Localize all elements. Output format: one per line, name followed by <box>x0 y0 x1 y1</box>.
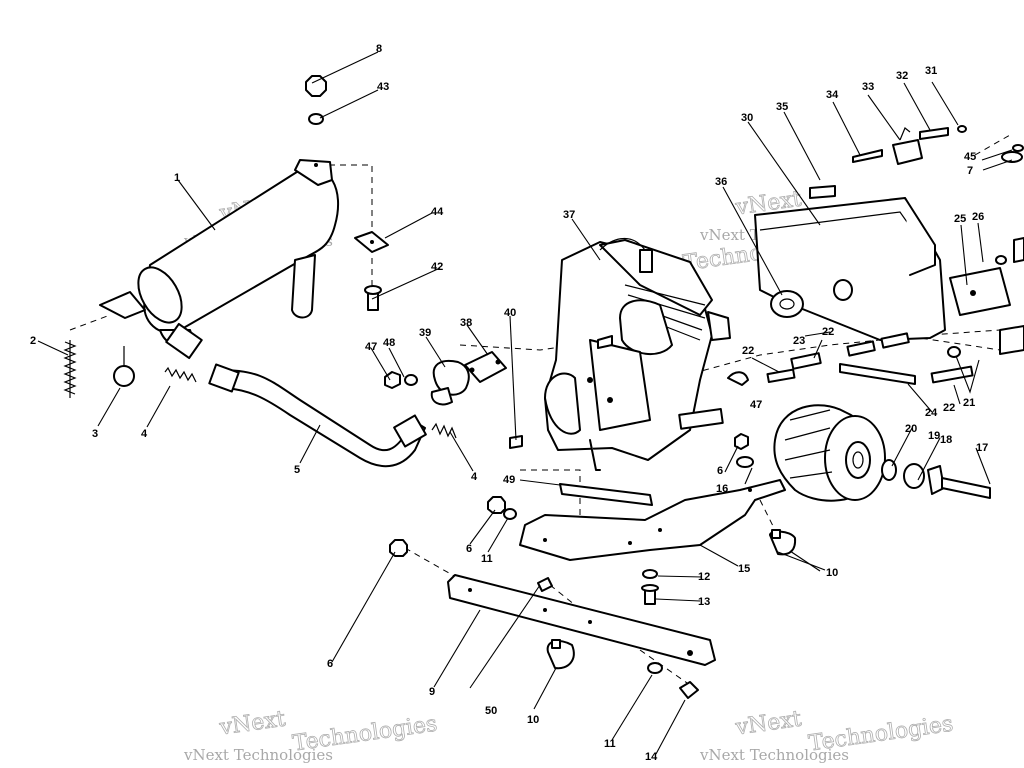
watermark-technologies: Technologies <box>807 712 955 757</box>
callout-17: 17 <box>976 442 988 454</box>
callout-15: 15 <box>738 563 750 575</box>
callout-39: 39 <box>419 327 431 339</box>
callout-6c: 6 <box>717 465 723 477</box>
engine-base-parts <box>509 435 653 506</box>
watermark-text: vNext Technologies <box>183 746 333 764</box>
callout-35: 35 <box>776 101 788 113</box>
callout-10: 10 <box>527 714 539 726</box>
callout-1: 1 <box>174 172 180 184</box>
callout-49: 49 <box>503 474 515 486</box>
watermark-vnext: vNext <box>217 707 287 741</box>
callout-24: 24 <box>925 407 938 419</box>
callout-6b: 6 <box>466 543 472 555</box>
watermark-vnext: vNext <box>733 707 803 741</box>
callout-8: 8 <box>376 43 382 55</box>
rods-and-pins <box>727 332 974 386</box>
callouts: 1 2 3 4 4 5 6 6 6 7 8 9 10 10 11 11 13 1… <box>30 43 988 763</box>
callout-42: 42 <box>431 261 443 273</box>
callout-7: 7 <box>967 165 973 177</box>
callout-12: 12 <box>698 571 710 583</box>
callout-16: 16 <box>716 483 728 495</box>
callout-13: 13 <box>698 596 710 608</box>
callout-47: 47 <box>365 341 377 353</box>
callout-44: 44 <box>431 206 444 218</box>
callout-14: 14 <box>645 751 658 763</box>
callout-18: 18 <box>940 434 952 446</box>
watermark-technologies: Technologies <box>291 712 439 757</box>
callout-31: 31 <box>925 65 937 77</box>
callout-32: 32 <box>896 70 908 82</box>
spring-4b <box>431 422 457 439</box>
callout-48: 48 <box>383 337 395 349</box>
callout-21: 21 <box>963 397 975 409</box>
spring-2 <box>63 340 77 398</box>
watermark-text: vNext Technologies <box>699 746 849 764</box>
callout-43: 43 <box>377 81 389 93</box>
exhaust-flange-parts <box>384 351 507 406</box>
bottom-plate <box>447 574 716 666</box>
callout-40: 40 <box>504 307 516 319</box>
engine <box>544 237 731 461</box>
right-edge-parts <box>947 144 1024 358</box>
callout-22c: 22 <box>943 402 955 414</box>
muffler <box>99 159 340 360</box>
leader-lines <box>37 51 1013 755</box>
exhaust-pipe <box>208 363 427 468</box>
callout-3: 3 <box>92 428 98 440</box>
callout-36: 36 <box>715 176 727 188</box>
callout-2: 2 <box>30 335 36 347</box>
callout-11: 11 <box>481 553 493 565</box>
callout-4b: 4 <box>471 471 478 483</box>
callout-26: 26 <box>972 211 984 223</box>
callout-22: 22 <box>742 345 754 357</box>
callout-34: 34 <box>826 89 839 101</box>
callout-9: 9 <box>429 686 435 698</box>
callout-37: 37 <box>563 209 575 221</box>
callout-22b: 22 <box>822 326 834 338</box>
callout-10b: 10 <box>826 567 838 579</box>
callout-50: 50 <box>485 705 497 717</box>
callout-45: 45 <box>964 151 976 163</box>
plug <box>113 346 135 387</box>
callout-33: 33 <box>862 81 874 93</box>
callout-25: 25 <box>954 213 966 225</box>
callout-11b: 11 <box>604 738 616 750</box>
mounting-plate <box>519 479 786 561</box>
callout-6: 6 <box>327 658 333 670</box>
switch-parts <box>852 125 967 165</box>
top-hardware <box>305 75 389 311</box>
callout-38: 38 <box>460 317 472 329</box>
callout-5: 5 <box>294 464 300 476</box>
spring-4 <box>164 366 197 383</box>
callout-23: 23 <box>793 335 805 347</box>
grommet <box>770 290 804 318</box>
callout-20: 20 <box>905 423 917 435</box>
callout-30: 30 <box>741 112 753 124</box>
clutch-assembly <box>773 404 991 502</box>
callout-4: 4 <box>141 428 148 440</box>
callout-19: 19 <box>928 430 940 442</box>
callout-47b: 47 <box>750 399 762 411</box>
